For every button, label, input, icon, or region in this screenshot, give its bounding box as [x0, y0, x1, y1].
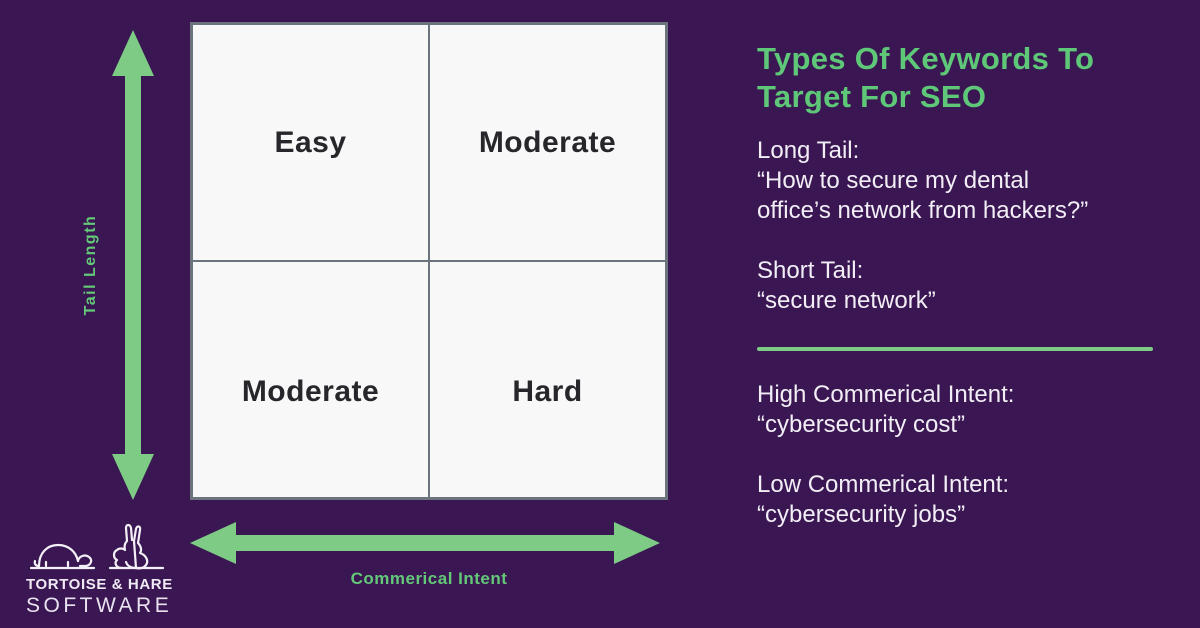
quadrant-top-left: Easy: [193, 25, 428, 260]
high-intent-section: High Commerical Intent: “cybersecurity co…: [757, 380, 1187, 440]
text-line: Types Of Keywords To: [757, 41, 1095, 76]
y-axis-label: Tail Length: [82, 214, 99, 316]
text-line: Short Tail:: [757, 257, 864, 284]
x-axis-label: Commerical Intent: [350, 569, 508, 588]
long-tail-section: Long Tail: “How to secure my dental office…: [757, 136, 1187, 226]
logo-name: TORTOISE & HARE: [26, 576, 173, 593]
text-line: “cybersecurity cost”: [757, 411, 966, 438]
x-axis-double-arrow-icon: [190, 522, 660, 564]
text-line: Target For SEO: [757, 79, 987, 114]
text-line: Long Tail:: [757, 137, 860, 164]
text-line: High Commerical Intent:: [757, 381, 1015, 408]
quadrant-label: Easy: [274, 125, 347, 159]
section-divider: [757, 347, 1153, 351]
low-intent-section: Low Commerical Intent: “cybersecurity job…: [757, 470, 1187, 530]
text-line: “cybersecurity jobs”: [757, 501, 966, 528]
text-line: “How to secure my dental: [757, 167, 1030, 194]
text-line: Low Commerical Intent:: [757, 471, 1010, 498]
text-line: office’s network from hackers?”: [757, 197, 1089, 224]
quadrant-top-right: Moderate: [430, 25, 665, 260]
quadrant-bottom-left: Moderate: [193, 262, 428, 497]
short-tail-section: Short Tail: “secure network”: [757, 256, 1187, 316]
text-line: “secure network”: [757, 287, 936, 314]
quadrant-label: Moderate: [241, 374, 380, 408]
quadrant-label: Hard: [512, 374, 583, 408]
y-axis-double-arrow-icon: [112, 30, 154, 500]
quadrant-bottom-right: Hard: [430, 262, 665, 497]
quadrant-label: Moderate: [478, 125, 617, 159]
keyword-matrix: Easy Moderate Moderate Hard: [190, 22, 668, 500]
tortoise-hare-icon: [29, 523, 165, 570]
tortoise-hare-logo: TORTOISE & HARE SOFTWARE: [26, 516, 176, 618]
logo-subname: SOFTWARE: [26, 594, 173, 617]
